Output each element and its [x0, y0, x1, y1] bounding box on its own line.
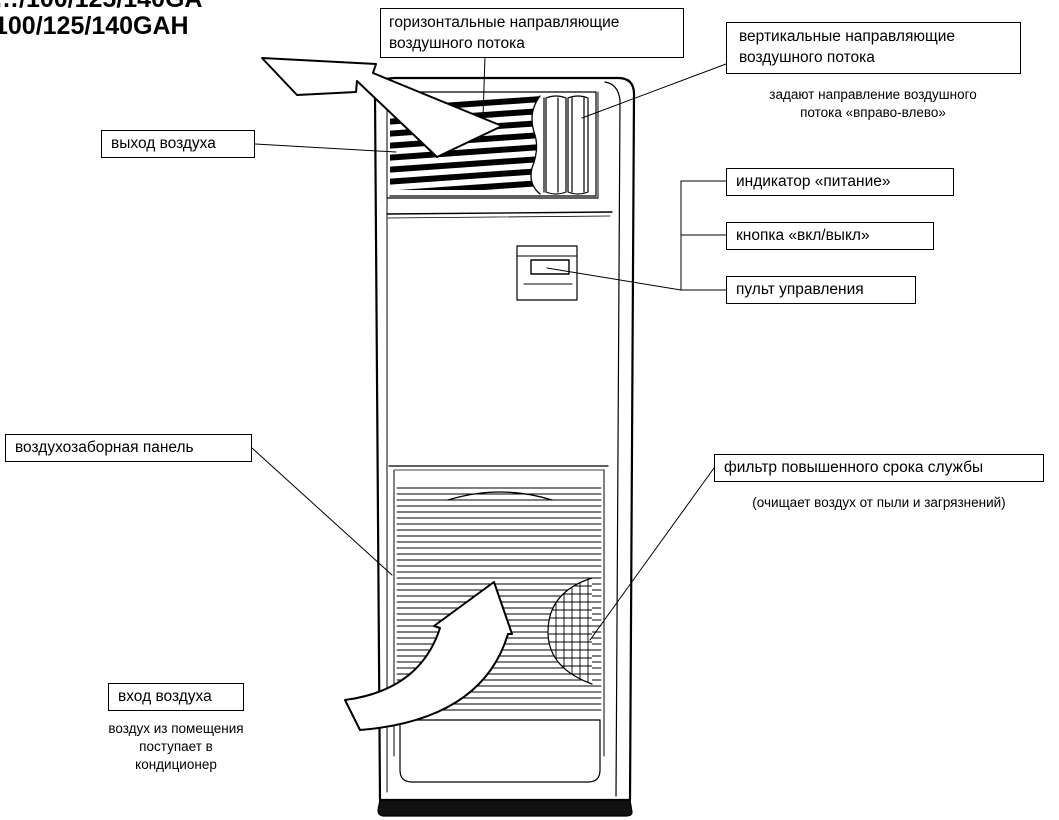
cabinet-side-panel	[604, 81, 621, 797]
callout-power-indicator-text: индикатор «питание»	[736, 173, 891, 190]
air-inlet-arrow	[344, 581, 513, 731]
callout-air-inlet-text: вход воздуха	[118, 688, 212, 705]
callout-on-off-button: кнопка «вкл/выкл»	[726, 222, 934, 250]
callout-intake-panel: воздухозаборная панель	[5, 434, 252, 462]
callout-horizontal-louvers: горизонтальные направляющие воздушного п…	[380, 8, 684, 58]
callout-power-indicator: индикатор «питание»	[726, 168, 954, 196]
callout-horizontal-louvers-text: горизонтальные направляющие воздушного п…	[389, 14, 620, 52]
air-outlet-arrow	[261, 57, 503, 158]
callout-intake-panel-text: воздухозаборная панель	[15, 439, 194, 456]
callout-on-off-button-text: кнопка «вкл/выкл»	[736, 227, 870, 244]
model-title-line-2: 100/125/140GAH	[0, 12, 189, 40]
control-panel	[516, 245, 578, 301]
callout-remote-control-text: пульт управления	[736, 281, 864, 298]
filter-note: (очищает воздух от пыли и загрязнений)	[752, 495, 1006, 510]
vertical-louvers-note: задают направление воздушного потока «вп…	[769, 87, 977, 120]
callout-vertical-louvers: вертикальные направляющие воздушного пот…	[726, 22, 1021, 74]
callout-vertical-louvers-text: вертикальные направляющие воздушного пот…	[739, 28, 955, 66]
callout-air-outlet: выход воздуха	[101, 130, 255, 158]
callout-filter-text: фильтр повышенного срока службы	[724, 459, 984, 476]
callout-remote-control: пульт управления	[726, 276, 916, 304]
callout-air-outlet-text: выход воздуха	[111, 135, 216, 152]
air-inlet-note: воздух из помещения поступает в кондицио…	[108, 721, 244, 772]
model-title-line-1: …/100/125/140GA	[0, 0, 202, 14]
callout-air-inlet: вход воздуха	[108, 683, 244, 711]
leader-lines	[251, 55, 727, 641]
callout-filter: фильтр повышенного срока службы	[714, 454, 1044, 482]
cabinet-base	[377, 799, 633, 817]
